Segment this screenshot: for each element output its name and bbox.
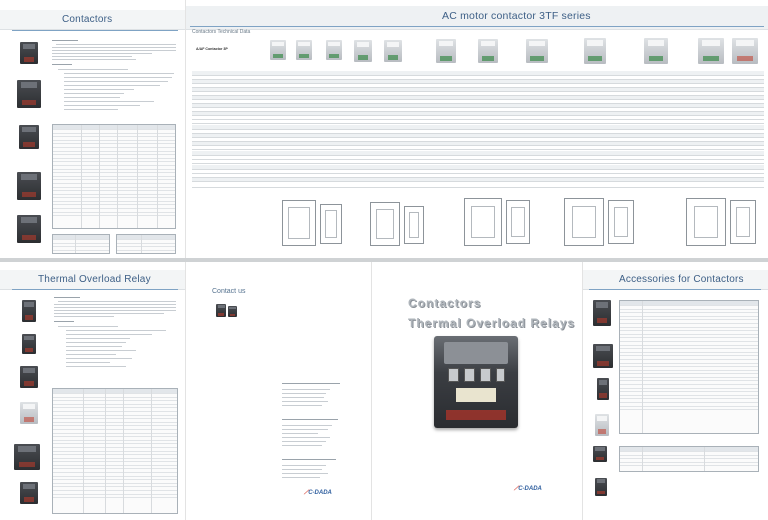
product-image — [19, 125, 39, 149]
page-ac-motor: AC motor contactor 3TF series Contactors… — [186, 0, 768, 258]
auxiliary-contact-table — [619, 300, 759, 434]
logo-mark-icon: ⟋ — [304, 490, 309, 496]
accessory-table — [116, 234, 176, 254]
page-fold — [185, 0, 186, 258]
page-fold — [582, 262, 583, 520]
header-rule — [12, 289, 178, 290]
top-spread: Contactors — [0, 0, 768, 258]
product-image — [595, 478, 607, 496]
product-image — [20, 366, 38, 388]
contact-heading: Contact us — [212, 288, 246, 295]
product-image — [20, 402, 38, 424]
section-subtitle: Contactors Technical Data — [192, 29, 251, 35]
product-image — [595, 414, 609, 436]
product-image — [22, 334, 36, 354]
brand-logo: ⟋C-DADA — [514, 486, 542, 492]
cover-title-contactors: Contactors — [408, 296, 482, 310]
technical-data-table — [192, 71, 764, 191]
product-image — [17, 215, 41, 243]
page-accessories: Accessories for Contactors — [583, 262, 768, 520]
product-image — [593, 446, 607, 462]
page-contactors: Contactors — [0, 0, 185, 258]
page-thermal-relay: Thermal Overload Relay — [0, 262, 185, 520]
header-rule — [589, 289, 761, 290]
page-title: AC motor contactor 3TF series — [442, 10, 591, 22]
product-image — [14, 444, 40, 470]
page-fold — [371, 262, 372, 520]
brand-logo: ⟋C-DADA — [304, 490, 332, 496]
page-contact-us: Contact us — [186, 262, 371, 520]
cover-title-relays: Thermal Overload Relays — [408, 316, 576, 330]
page-title: Thermal Overload Relay — [38, 274, 151, 285]
header-rule — [12, 30, 178, 31]
page-header — [0, 10, 185, 30]
bottom-spread: Thermal Overload Relay — [0, 262, 768, 520]
product-image — [17, 80, 41, 108]
page-cover: Contactors Thermal Overload Relays ⟋C-DA… — [372, 262, 582, 520]
product-image — [22, 300, 36, 322]
table-heading: A/AF Contactor 3P — [196, 47, 228, 51]
product-image — [228, 306, 237, 317]
product-image — [216, 304, 226, 317]
page-title: Contactors — [62, 14, 113, 25]
logo-mark-icon: ⟋ — [514, 486, 519, 492]
cover-contactor-image — [434, 336, 518, 428]
product-image — [593, 300, 611, 326]
interlock-table — [619, 446, 759, 472]
product-image — [593, 344, 613, 368]
product-image — [20, 482, 38, 504]
selection-table — [52, 388, 178, 514]
selection-table — [52, 124, 176, 229]
page-fold — [185, 262, 186, 520]
product-image — [20, 42, 38, 64]
accessory-table — [52, 234, 110, 254]
page-title: Accessories for Contactors — [619, 274, 744, 285]
product-image — [597, 378, 609, 400]
header-rule — [190, 26, 764, 27]
product-image — [17, 172, 41, 200]
